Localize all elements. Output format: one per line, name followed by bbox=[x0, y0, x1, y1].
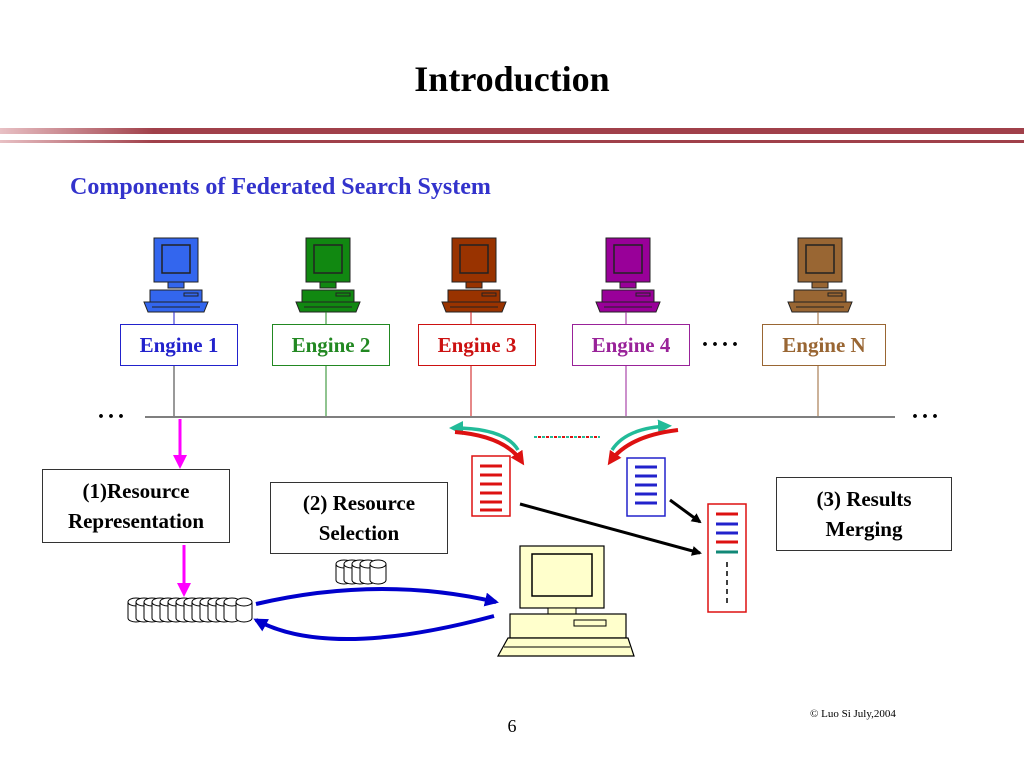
results-merging-box: (3) Results Merging bbox=[776, 477, 952, 551]
teal-arrow-left bbox=[449, 421, 520, 451]
title-rule-top bbox=[0, 128, 1024, 134]
teal-arrow-right bbox=[610, 419, 672, 452]
engine-label-n: Engine N bbox=[782, 332, 866, 357]
arrow-client-to-db bbox=[253, 614, 495, 641]
engine-label-3: Engine 3 bbox=[437, 332, 517, 357]
slide-title: Introduction bbox=[414, 59, 610, 99]
computer-icon-engine-3 bbox=[441, 237, 507, 313]
engine-box-n: Engine N bbox=[762, 324, 886, 366]
engine-label-4: Engine 4 bbox=[591, 332, 671, 357]
resource-representation-line-1: (1)Resource bbox=[82, 479, 190, 503]
engine-label-2: Engine 2 bbox=[291, 332, 371, 357]
engine-box-4: Engine 4 bbox=[572, 324, 690, 366]
engine-label-1: Engine 1 bbox=[139, 332, 219, 357]
red-arrow-left bbox=[454, 430, 525, 466]
bus-ellipsis-right: ... bbox=[912, 398, 942, 424]
engine-ellipsis: .... bbox=[702, 326, 742, 352]
engine-box-3: Engine 3 bbox=[418, 324, 536, 366]
computer-icon-engine-4 bbox=[595, 237, 661, 313]
slide-subtitle: Components of Federated Search System bbox=[70, 174, 491, 200]
resource-selection-line-1: (2) Resource bbox=[302, 491, 416, 515]
results-merging-line-1: (3) Results bbox=[816, 487, 912, 511]
result-list-engine-4 bbox=[626, 457, 666, 517]
resource-selection-line-2: Selection bbox=[318, 521, 400, 545]
resource-representation-box: (1)Resource Representation bbox=[42, 469, 230, 543]
resource-selection-box: (2) Resource Selection bbox=[270, 482, 448, 554]
client-computer-icon bbox=[496, 545, 635, 657]
engine-connectors bbox=[173, 312, 819, 416]
copyright-text: © Luo Si July,2004 bbox=[810, 708, 896, 720]
resource-db-stack-icon bbox=[127, 597, 253, 623]
red-arrow-right bbox=[607, 428, 679, 466]
resource-representation-line-2: Representation bbox=[67, 509, 205, 533]
engine-box-2: Engine 2 bbox=[272, 324, 390, 366]
computer-icon-engine-1 bbox=[143, 237, 209, 313]
arrow-list3-to-merged bbox=[519, 502, 702, 556]
arrow-list4-to-merged bbox=[669, 498, 702, 524]
merged-result-list bbox=[707, 503, 747, 613]
page-number: 6 bbox=[507, 716, 517, 736]
engine-box-1: Engine 1 bbox=[120, 324, 238, 366]
arrow-db-to-client bbox=[255, 587, 499, 607]
results-merging-line-2: Merging bbox=[825, 517, 903, 541]
title-rule-bottom bbox=[0, 140, 1024, 143]
computer-icon-engine-n bbox=[787, 237, 853, 313]
computer-icon-engine-2 bbox=[295, 237, 361, 313]
bus-ellipsis-left: ... bbox=[98, 398, 128, 424]
selection-db-stack-icon bbox=[335, 559, 387, 585]
result-list-engine-3 bbox=[471, 455, 511, 517]
